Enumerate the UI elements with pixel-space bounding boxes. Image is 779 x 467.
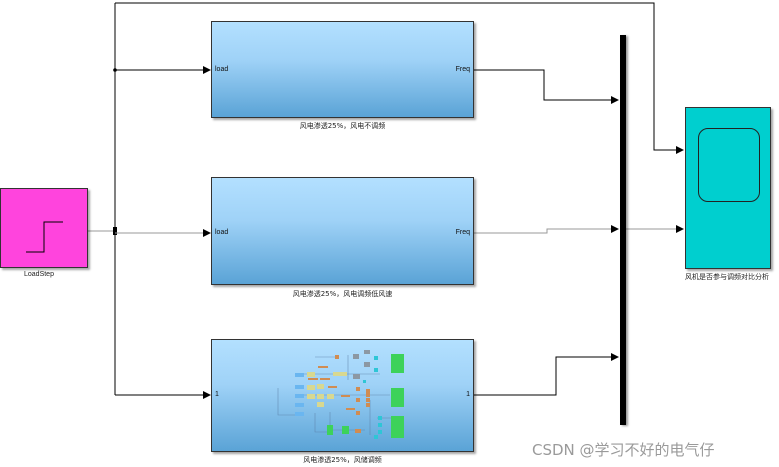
scope-caption: 风机是否参与调频对比分析 [685, 273, 769, 281]
line-sub1-to-mux[interactable] [474, 69, 619, 104]
line-sub3-to-mux[interactable] [474, 353, 619, 396]
subsystem-2-caption: 风电渗透25%，风电调频低风速 [292, 290, 393, 298]
subsystem-1[interactable]: load Freq [211, 21, 474, 118]
scope-block[interactable] [685, 107, 771, 269]
loadstep-label: LoadStep [24, 271, 54, 278]
outport-label: Freq [455, 229, 470, 236]
loadstep-block[interactable] [0, 188, 88, 268]
inport-label: load [215, 66, 229, 73]
branch-point [113, 227, 117, 235]
outport-label: 1 [466, 391, 470, 398]
watermark: CSDN @学习不好的电气仔 [532, 441, 715, 459]
subsystem-preview-thumbnail [277, 350, 404, 439]
outport-label: Freq [455, 66, 470, 73]
subsystem-1-caption: 风电渗透25%，风电不调频 [299, 122, 386, 130]
step-icon [26, 221, 63, 253]
subsystem-2[interactable]: load Freq [211, 177, 474, 285]
thumbnail-blocks [295, 350, 404, 439]
subsystem-3-caption: 风电渗透25%，风储调频 [303, 456, 382, 464]
line-top-to-scope[interactable] [115, 2, 684, 154]
inport-label: 1 [215, 391, 219, 398]
scope-screen-icon [698, 128, 760, 202]
line-sub2-to-mux[interactable] [474, 225, 619, 234]
inport-label: load [215, 229, 229, 236]
mux-block[interactable] [620, 35, 626, 425]
